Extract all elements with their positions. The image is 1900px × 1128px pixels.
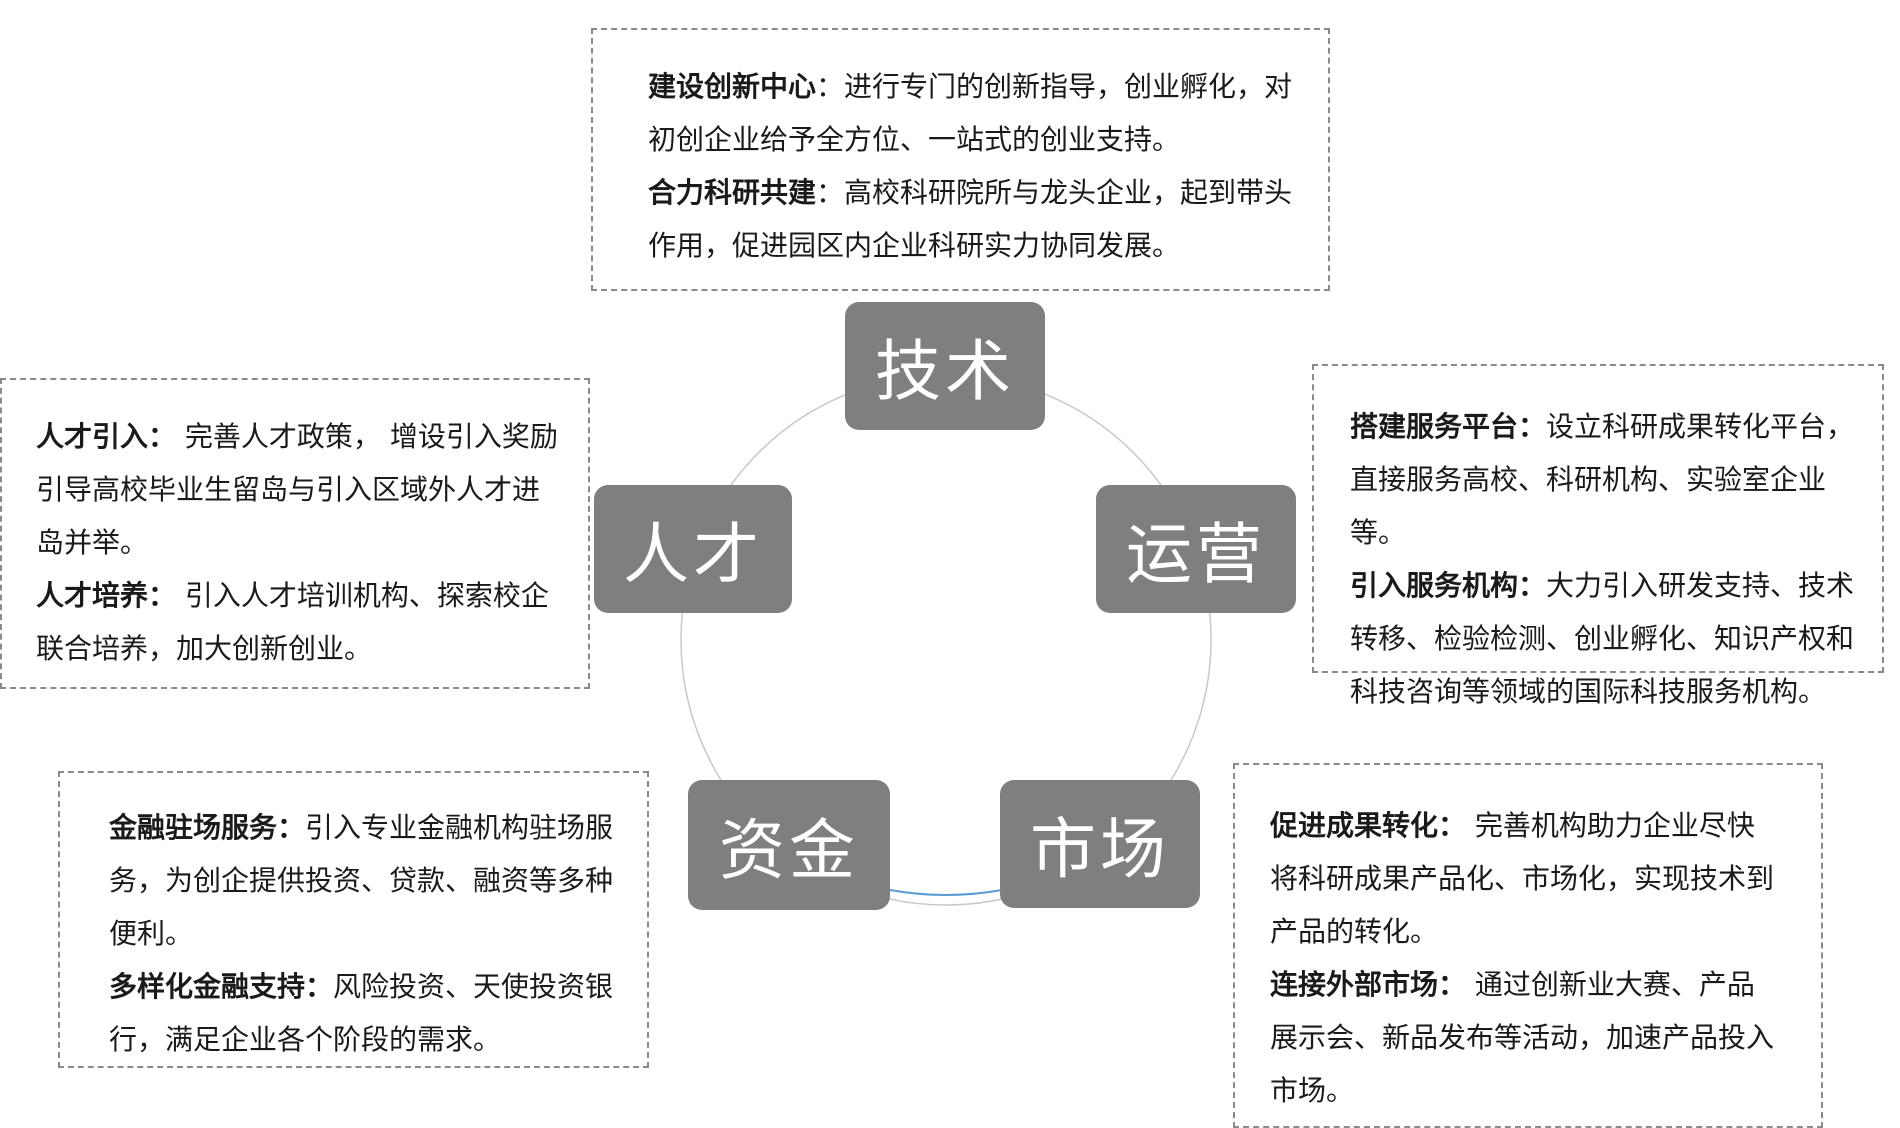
market-item-1-text: 完善机构助力企业尽快将科研成果产品化、市场化，实现技术到产品的转化。 [1270,809,1775,948]
ops-item-1-title: 搭建服务平台： [1350,410,1547,443]
market-item-1: 促进成果转化： 完善机构助力企业尽快将科研成果产品化、市场化，实现技术到产品的转… [1270,799,1781,958]
market-item-2-text: 通过创新业大赛、产品展示会、新品发布等活动，加速产品投入市场。 [1270,968,1775,1107]
ops-box: 搭建服务平台：设立科研成果转化平台，直接服务高校、科研机构、实验室企业等。 引入… [1312,364,1884,708]
node-talent: 人才 [594,485,792,613]
talent-item-2: 人才培养： 引入人才培训机构、探索校企联合培养，加大创新创业。 [36,569,558,675]
talent-box: 人才引入： 完善人才政策， 增设引入奖励引导高校毕业生留岛与引入区域外人才进岛并… [0,378,590,689]
ops-item-2-title: 引入服务机构： [1350,569,1547,602]
capital-item-2-title: 多样化金融支持： [109,970,334,1003]
ops-item-2: 引入服务机构：大力引入研发支持、技术转移、检验检测、创业孵化、知识产权和科技咨询… [1350,559,1872,718]
market-item-2: 连接外部市场： 通过创新业大赛、产品展示会、新品发布等活动，加速产品投入市场。 [1270,958,1781,1117]
market-box: 促进成果转化： 完善机构助力企业尽快将科研成果产品化、市场化，实现技术到产品的转… [1233,763,1823,1128]
market-item-2-title: 连接外部市场： [1270,968,1467,1001]
capital-item-2: 多样化金融支持：风险投资、天使投资银行，满足企业各个阶段的需求。 [109,960,617,1066]
tech-box: 建设创新中心：进行专门的创新指导，创业孵化，对初创企业给予全方位、一站式的创业支… [591,28,1330,291]
tech-item-1-title: 建设创新中心 [648,70,817,103]
tech-item-1-text: 进行专门的创新指导，创业孵化，对初创企业给予全方位、一站式的创业支持。 [648,70,1293,156]
talent-item-2-title: 人才培养： [36,579,177,612]
node-tech: 技术 [845,302,1045,430]
capital-box: 金融驻场服务：引入专业金融机构驻场服务，为创企提供投资、贷款、融资等多种便利。 … [58,771,649,1068]
capital-item-1-text: 引入专业金融机构驻场服务，为创企提供投资、贷款、融资等多种便利。 [109,811,614,950]
cycle-accent-arc [889,889,1003,896]
capital-item-1-title: 金融驻场服务： [109,811,306,844]
ops-item-1: 搭建服务平台：设立科研成果转化平台，直接服务高校、科研机构、实验室企业等。 [1350,400,1872,559]
tech-item-2-title: 合力科研共建 [648,176,817,209]
node-ops: 运营 [1096,485,1296,613]
ops-item-2-text: 大力引入研发支持、技术转移、检验检测、创业孵化、知识产权和科技咨询等领域的国际科… [1350,569,1855,708]
tech-item-1: 建设创新中心：进行专门的创新指导，创业孵化，对初创企业给予全方位、一站式的创业支… [648,70,1293,156]
talent-item-1-text: 完善人才政策， 增设引入奖励引导高校毕业生留岛与引入区域外人才进岛并举。 [36,420,558,559]
capital-item-1: 金融驻场服务：引入专业金融机构驻场服务，为创企提供投资、贷款、融资等多种便利。 [109,801,617,960]
talent-item-2-text: 引入人才培训机构、探索校企联合培养，加大创新创业。 [36,579,549,665]
talent-item-1: 人才引入： 完善人才政策， 增设引入奖励引导高校毕业生留岛与引入区域外人才进岛并… [36,410,558,569]
ops-item-1-text: 设立科研成果转化平台，直接服务高校、科研机构、实验室企业等。 [1350,410,1855,549]
tech-item-2-text: 高校科研院所与龙头企业，起到带头作用，促进园区内企业科研实力协同发展。 [648,176,1293,262]
market-item-1-title: 促进成果转化： [1270,809,1467,842]
talent-item-1-title: 人才引入： [36,420,177,453]
capital-item-2-text: 风险投资、天使投资银行，满足企业各个阶段的需求。 [109,970,614,1056]
node-market: 市场 [1000,780,1200,908]
tech-item-2: 合力科研共建：高校科研院所与龙头企业，起到带头作用，促进园区内企业科研实力协同发… [648,176,1293,262]
node-capital: 资金 [688,780,890,910]
